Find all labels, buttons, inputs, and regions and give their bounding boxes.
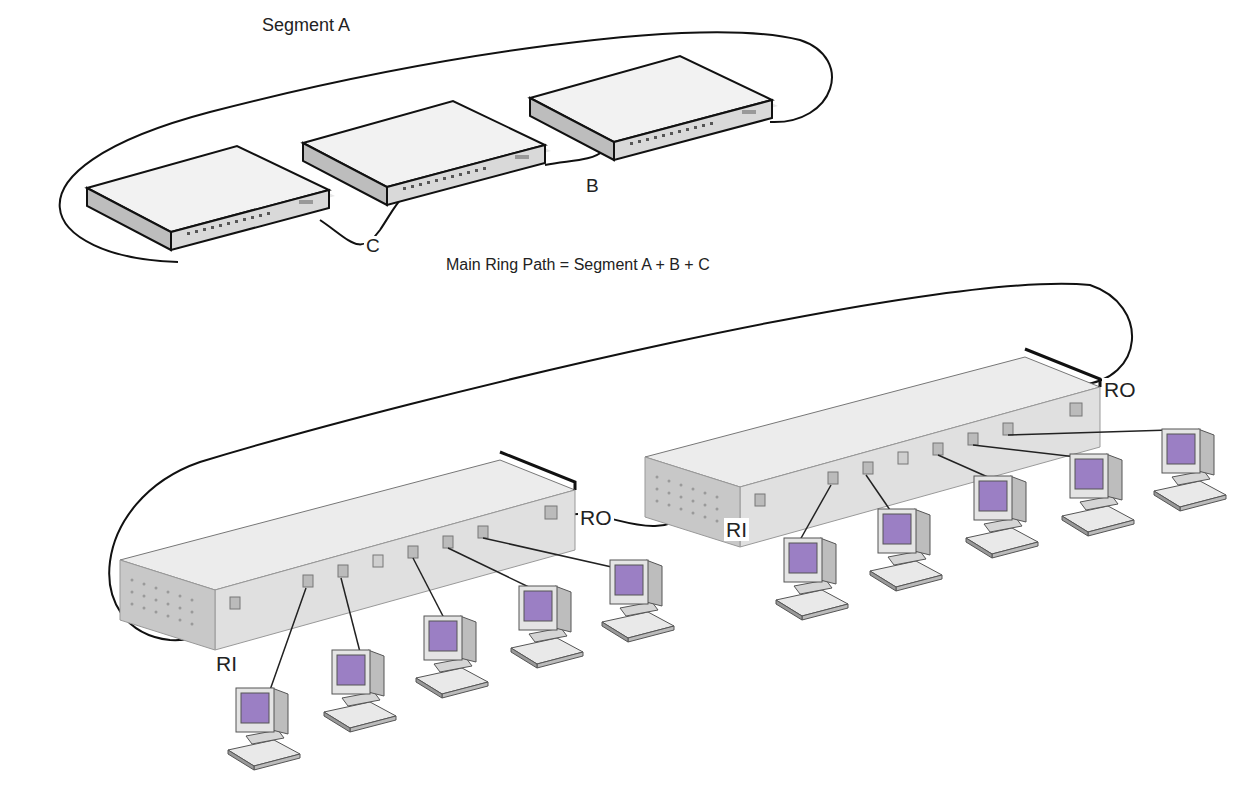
- text-label: RI: [724, 518, 749, 541]
- text-label: Segment A: [260, 16, 352, 36]
- text-label: RO: [578, 506, 614, 529]
- text-label: RO: [1102, 378, 1138, 401]
- text-label: C: [364, 236, 382, 257]
- text-label: Main Ring Path = Segment A + B + C: [444, 256, 712, 274]
- text-label: RI: [214, 652, 239, 675]
- text-label: B: [584, 176, 601, 197]
